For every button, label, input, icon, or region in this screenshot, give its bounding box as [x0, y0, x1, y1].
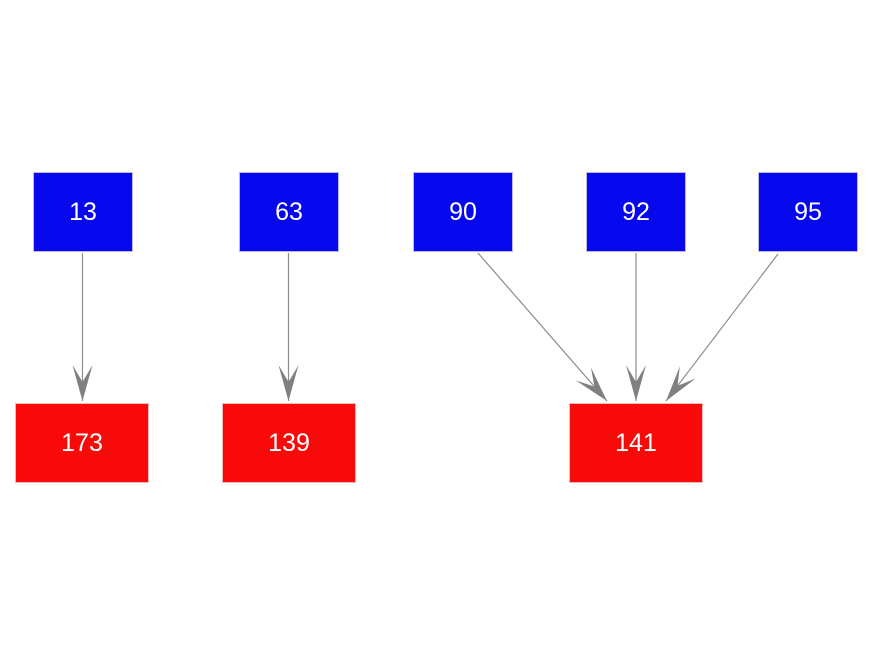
source-node-63: 63: [239, 172, 339, 252]
target-node-139: 139: [222, 403, 356, 483]
edges-group: [72, 252, 779, 402]
node-label: 90: [449, 197, 477, 226]
edge-95-141: [665, 253, 779, 402]
source-node-95: 95: [758, 172, 858, 252]
node-label: 95: [794, 197, 822, 226]
node-label: 141: [615, 428, 657, 457]
node-label: 92: [622, 197, 650, 226]
node-label: 173: [61, 428, 103, 457]
source-node-92: 92: [586, 172, 686, 252]
target-node-173: 173: [15, 403, 149, 483]
node-label: 139: [268, 428, 310, 457]
target-node-141: 141: [569, 403, 703, 483]
edge-90-141: [477, 252, 608, 402]
source-node-13: 13: [33, 172, 133, 252]
node-label: 63: [275, 197, 303, 226]
source-node-90: 90: [413, 172, 513, 252]
node-label: 13: [69, 197, 97, 226]
